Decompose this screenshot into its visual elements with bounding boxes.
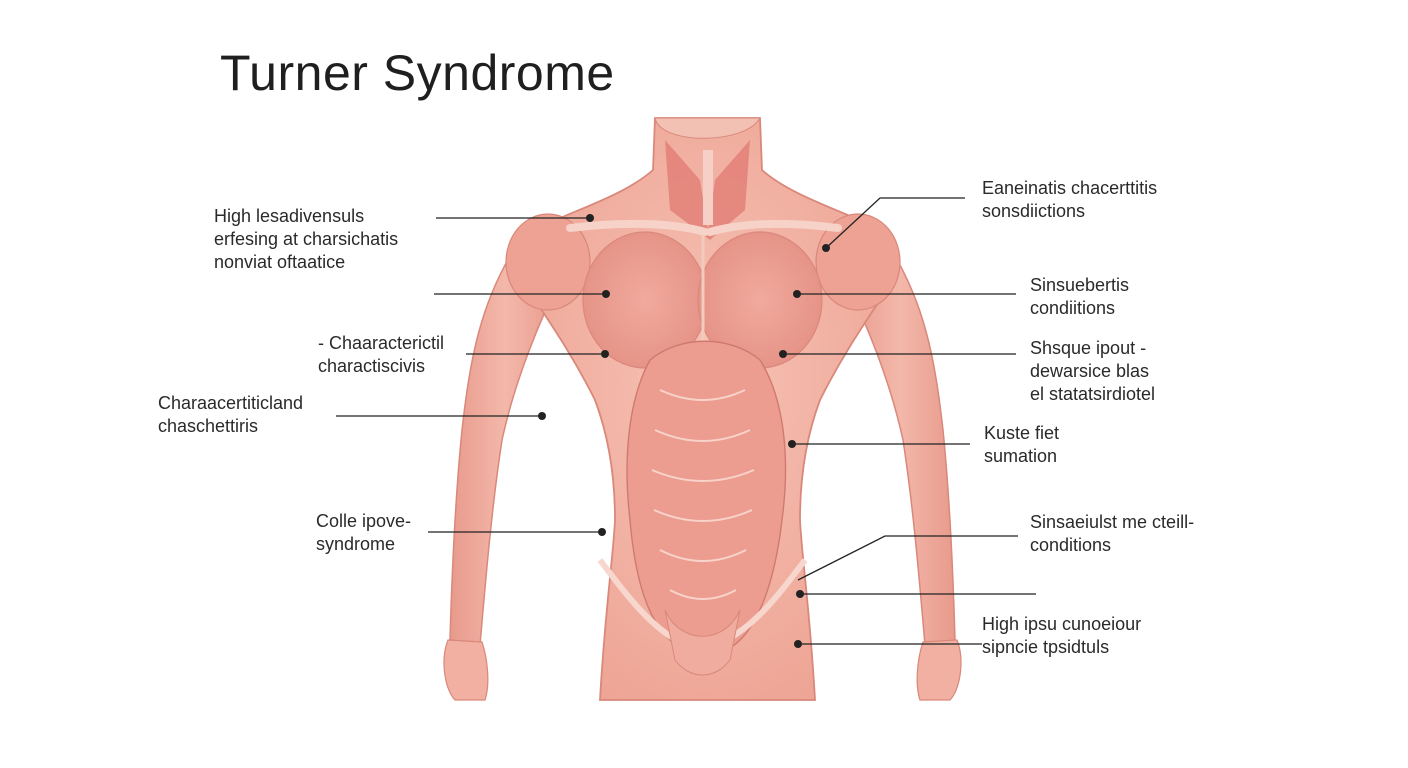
label-right-3: Shsque ipout - dewarsice blas el statats… [1030,337,1155,406]
label-left-3-line-2: chaschettiris [158,416,259,436]
left-shoulder [505,213,591,311]
dot-l1 [586,214,594,222]
lower-abdomen [664,609,741,676]
label-right-2-line-2: condiitions [1030,298,1116,318]
dot-r3 [779,350,787,358]
label-left-1: High lesadivensuls erfesing at charsicha… [214,205,398,274]
label-right-6-line-2: sipncie tpsidtuls [982,637,1110,657]
trachea [703,150,713,225]
label-right-3-line-3: el statatsirdiotel [1030,384,1156,404]
dot-r5 [796,590,804,598]
label-left-4: Colle ipove- syndrome [316,510,411,556]
label-left-3-line-1: Charaacertiticland [158,393,304,413]
dot-l3 [538,412,546,420]
dot-r4 [788,440,796,448]
left-hand [443,639,489,701]
label-right-3-line-1: Shsque ipout - [1030,338,1147,358]
label-left-1-line-1: High lesadivensuls [214,206,365,226]
label-right-4-line-1: Kuste fiet [984,423,1060,443]
dot-r2 [793,290,801,298]
dot-l2 [601,350,609,358]
dot-l1b [602,290,610,298]
label-left-1-line-3: nonviat oftaatice [214,252,346,272]
neck-muscles [665,140,750,240]
label-right-1: Eaneinatis chacerttitis sonsdiictions [982,177,1157,223]
label-right-2-line-1: Sinsuebertis [1030,275,1130,295]
label-left-1-line-2: erfesing at charsichatis [214,229,399,249]
label-right-1-line-2: sonsdiictions [982,201,1086,221]
dot-r6 [794,640,802,648]
label-right-4: Kuste fiet sumation [984,422,1059,468]
leader-r1 [825,197,965,249]
label-right-6-line-1: High ipsu cunoeiour [982,614,1142,634]
label-right-5-line-1: Sinsaeiulst me cteill- [1030,512,1195,532]
organ-segments [651,389,755,600]
label-left-2: - Chaaracterictil charactiscivis [318,332,444,378]
right-clavicle [706,219,842,236]
label-right-1-line-1: Eaneinatis chacerttitis [982,178,1158,198]
label-left-3: Charaacertiticland chaschettiris [158,392,303,438]
label-right-6: High ipsu cunoeiour sipncie tpsidtuls [982,613,1141,659]
label-right-3-line-2: dewarsice blas [1030,361,1150,381]
label-right-4-line-2: sumation [984,446,1058,466]
dot-r1 [822,244,830,252]
label-right-2: Sinsuebertis condiitions [1030,274,1129,320]
dot-l4 [598,528,606,536]
label-right-5: Sinsaeiulst me cteill- conditions [1030,511,1194,557]
label-right-5-line-2: conditions [1030,535,1112,555]
abdominal-organs [626,340,787,656]
right-hand [916,639,962,701]
label-left-2-line-1: - Chaaracterictil [318,333,445,353]
diagram-title: Turner Syndrome [220,45,615,101]
label-left-4-line-2: syndrome [316,534,396,554]
label-left-2-line-2: charactiscivis [318,356,426,376]
left-clavicle [566,219,709,236]
label-left-4-line-1: Colle ipove- [316,511,412,531]
neck [654,117,761,139]
leader-r5 [797,535,1018,581]
